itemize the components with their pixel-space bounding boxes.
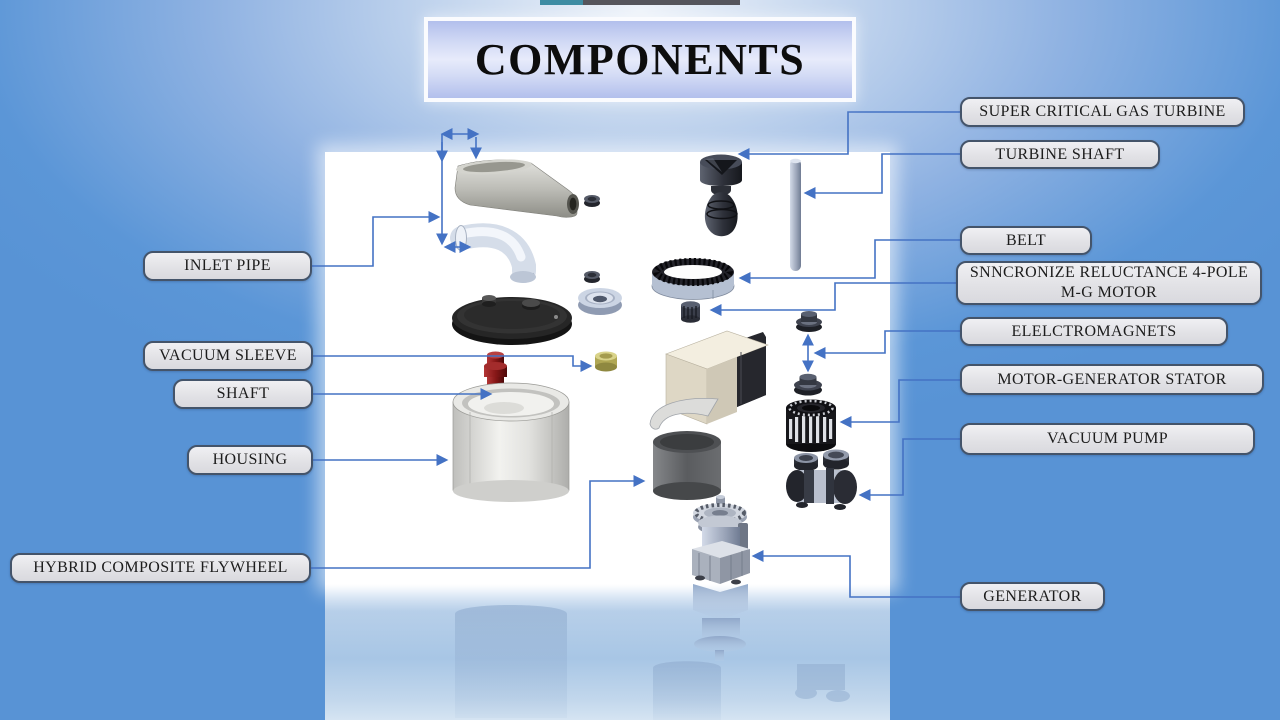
label-motor-generator-stator: MOTOR-GENERATOR STATOR [960,364,1264,395]
connector-turbine-shaft [803,153,960,199]
inlet-cone-graphic [454,159,579,218]
flywheel-graphic [653,431,721,500]
label-inlet-pipe: INLET PIPE [143,251,312,281]
connector-stator [839,379,960,428]
label-generator: GENERATOR [960,582,1105,611]
connector-inlet-pipe [312,211,441,267]
housing-reflection [455,605,567,718]
label-housing: HOUSING [187,445,313,475]
inlet-elbow-pipe-graphic [450,223,536,283]
label-super-critical-gas-turbine: SUPER CRITICAL GAS TURBINE [960,97,1245,127]
connector-super-critical-gas-turbine [737,111,960,160]
top-edge-bar-accent [540,0,583,5]
gold-ring-graphic [595,351,617,372]
connector-generator [751,550,960,598]
reflections [455,584,850,720]
label-belt: BELT [960,226,1092,255]
housing-graphic [452,382,570,502]
vacuum-sleeve-lid-graphic [452,295,572,345]
top-edge-bar [583,0,740,5]
gas-turbine-graphic [700,154,742,237]
label-shaft: SHAFT [173,379,313,409]
small-nut-lower [584,271,600,283]
belt-graphic [651,258,735,300]
label-vacuum-sleeve: VACUUM SLEEVE [143,341,313,371]
electromagnet-upper-graphic [796,311,822,332]
page-title: COMPONENTS [474,35,806,84]
label-electromagnets: ELELCTROMAGNETS [960,317,1228,346]
label-vacuum-pump: VACUUM PUMP [960,423,1255,455]
stator-graphic [786,399,836,452]
knurled-coupler-graphic [681,301,700,323]
connector-flywheel [311,475,646,569]
connector-lines [311,111,960,598]
flywheel-reflection [653,661,721,720]
label-hybrid-composite-flywheel: HYBRID COMPOSITE FLYWHEEL [10,553,311,583]
generator-graphic [692,495,750,585]
title-box: COMPONENTS [424,17,856,102]
connector-vacuum-pump [858,438,960,501]
connector-mg-motor [709,282,956,316]
generator-reflection [693,584,748,661]
connector-vacuum-sleeve [313,355,593,372]
turbine-shaft-rod-graphic [790,158,801,271]
label-mg-motor: SNNCRONIZE RELUCTANCE 4-POLE M-G MOTOR [956,261,1262,305]
vacuum-pump-graphic [786,449,857,510]
electromagnet-lower-graphic [794,373,822,396]
connector-electromagnets [813,330,960,359]
reflection-band [325,584,890,720]
label-turbine-shaft: TURBINE SHAFT [960,140,1160,169]
bearing-graphic [578,288,622,315]
vacuum-pump-reflection [795,664,850,702]
connector-belt [738,239,960,284]
small-nut-upper [584,195,600,207]
mg-motor-graphic [649,330,769,430]
